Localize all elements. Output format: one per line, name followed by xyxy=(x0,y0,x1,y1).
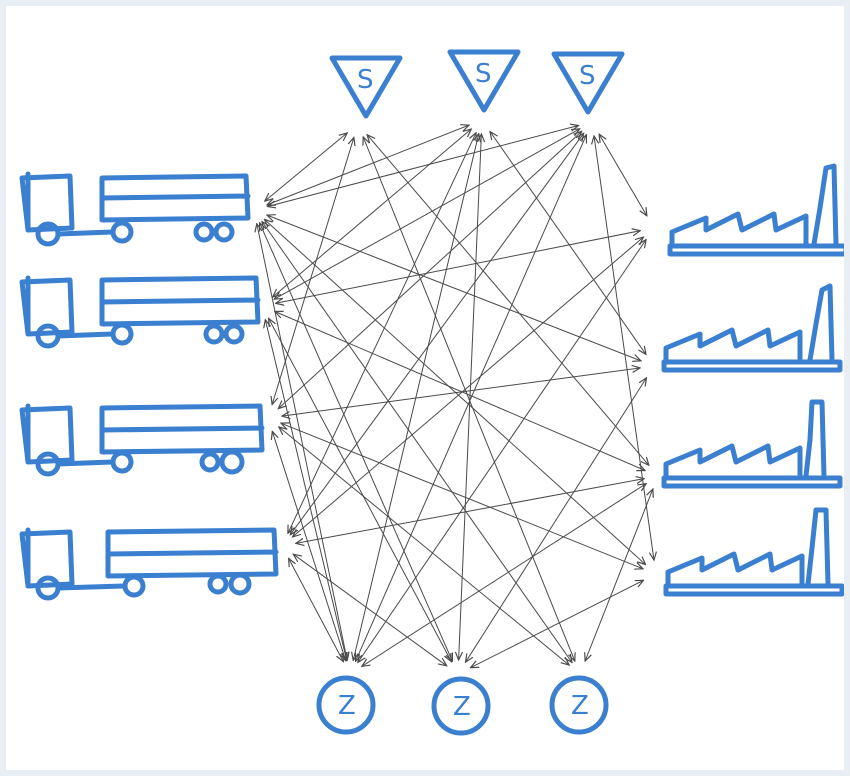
connection-arrow xyxy=(293,237,644,537)
connection-arrow xyxy=(265,320,346,661)
connection-arrow xyxy=(279,427,569,665)
connection-arrow xyxy=(281,423,643,569)
connection-arrow xyxy=(358,240,646,663)
destination-letter: Z xyxy=(338,691,356,721)
factory-icon xyxy=(661,399,843,489)
connection-arrow xyxy=(260,223,453,661)
destination-letter: Z xyxy=(453,692,471,722)
connection-arrow xyxy=(278,131,581,408)
connection-arrow xyxy=(466,378,647,662)
connection-arrow xyxy=(269,318,452,661)
connection-arrow xyxy=(268,126,579,207)
connection-arrow xyxy=(289,558,344,661)
connection-arrow xyxy=(273,129,472,297)
logistics-network-diagram: S S S Z Z Z xyxy=(19,49,844,736)
connection-arrow xyxy=(272,431,345,660)
destination-icon: Z xyxy=(431,676,491,736)
supplier-icon: S xyxy=(329,55,403,119)
connection-arrow xyxy=(296,479,644,544)
supplier-letter: S xyxy=(357,65,374,95)
destination-icon: Z xyxy=(316,675,376,735)
factory-icon xyxy=(661,283,843,373)
connection-arrow xyxy=(585,489,653,661)
connection-arrow xyxy=(471,580,644,667)
connection-arrow xyxy=(275,312,645,471)
factory-icon xyxy=(667,163,844,257)
truck-icon xyxy=(19,275,261,349)
truck-icon xyxy=(19,527,279,601)
destination-letter: Z xyxy=(571,691,589,721)
factory-icon xyxy=(663,507,844,597)
connection-arrow xyxy=(362,484,646,667)
connection-arrow xyxy=(367,135,649,466)
connection-arrow xyxy=(257,224,347,661)
supplier-icon: S xyxy=(551,51,625,115)
connection-arrow xyxy=(599,134,647,216)
connection-arrow xyxy=(594,136,654,560)
connection-arrow xyxy=(264,219,645,564)
connection-arrows xyxy=(257,125,654,668)
truck-icon xyxy=(19,403,265,477)
destination-icon: Z xyxy=(549,675,609,735)
truck-icon xyxy=(19,171,251,247)
connection-arrow xyxy=(267,125,469,205)
connection-arrow xyxy=(288,133,476,534)
supplier-letter: S xyxy=(579,61,596,91)
supplier-letter: S xyxy=(475,59,492,89)
connection-arrow xyxy=(459,134,482,660)
connection-arrow xyxy=(265,133,347,201)
connection-arrow xyxy=(490,132,646,355)
connection-arrow xyxy=(272,137,354,404)
supplier-icon: S xyxy=(447,49,521,113)
diagram-canvas: S S S Z Z Z xyxy=(6,6,844,770)
